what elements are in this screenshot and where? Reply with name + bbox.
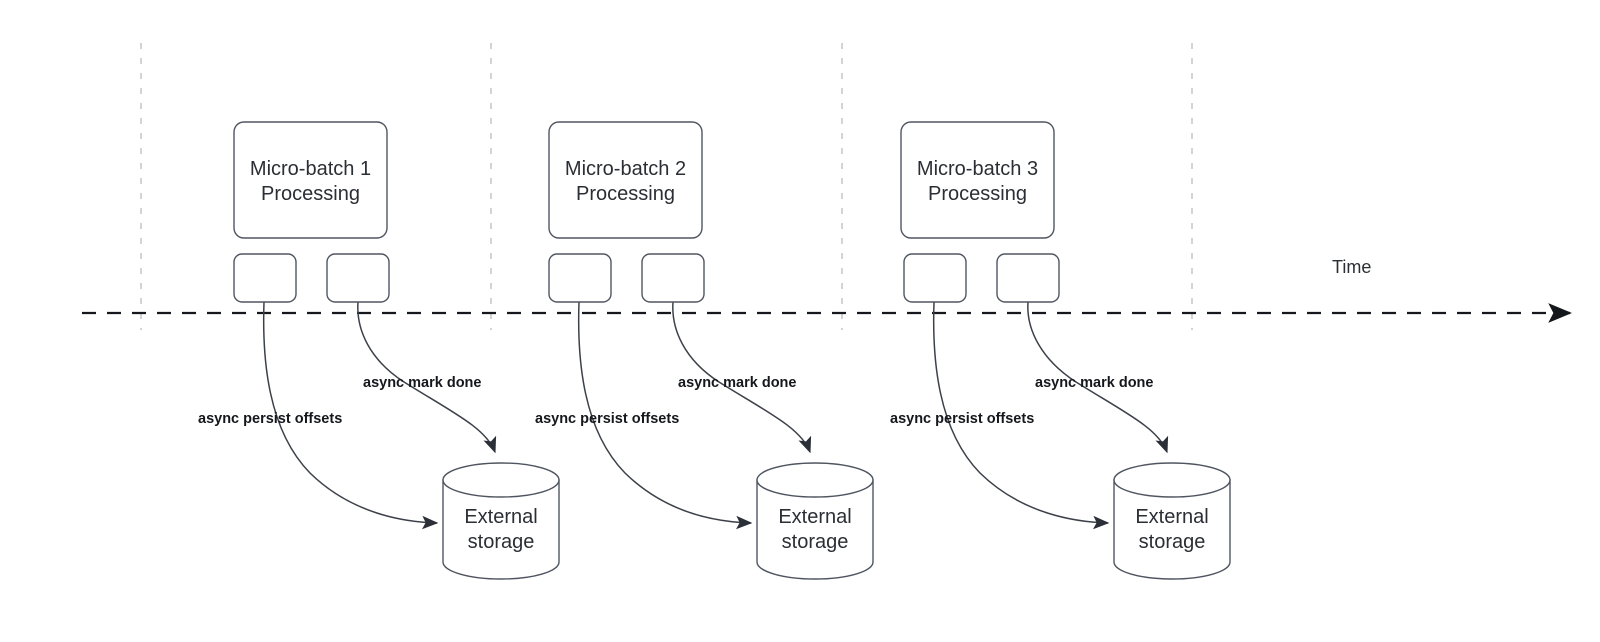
edge-async-mark-done-3-label: async mark done — [1035, 375, 1153, 391]
external-storage-2-top — [756, 462, 874, 498]
task-box-2-left-rect — [548, 253, 612, 303]
external-storage-3[interactable]: External storage — [1113, 462, 1231, 580]
external-storage-3-top — [1113, 462, 1231, 498]
edge-async-persist-offsets-3 — [932, 301, 1110, 530]
micro-batch-1-processing-rect — [233, 121, 388, 239]
edge-async-mark-done-3 — [1027, 301, 1169, 454]
micro-batch-2-processing-rect — [548, 121, 703, 239]
task-box-3-left[interactable] — [903, 253, 967, 303]
task-box-2-right[interactable] — [641, 253, 705, 303]
external-storage-1-line1: External — [464, 506, 537, 528]
micro-batch-3-processing-line2: Processing — [928, 183, 1027, 205]
edge-async-mark-done-2 — [672, 301, 812, 454]
separator-lines-layer — [140, 43, 1193, 330]
edge-async-persist-offsets-2-label: async persist offsets — [535, 411, 679, 427]
edge-async-mark-done-1 — [357, 301, 497, 454]
external-storage-2-line2: storage — [782, 531, 849, 553]
task-box-1-right-rect — [326, 253, 390, 303]
micro-batch-1-processing[interactable]: Micro-batch 1 Processing — [233, 121, 388, 239]
external-storage-3-line1: External — [1135, 506, 1208, 528]
task-box-1-left[interactable] — [233, 253, 297, 303]
micro-batch-1-processing-line1: Micro-batch 1 — [250, 158, 371, 180]
edge-async-persist-offsets-3-label: async persist offsets — [890, 411, 1034, 427]
edge-async-mark-done-2-label: async mark done — [678, 375, 796, 391]
task-box-2-left[interactable] — [548, 253, 612, 303]
task-box-3-right-rect — [996, 253, 1060, 303]
external-storage-3-body — [1113, 479, 1231, 580]
task-box-2-right-rect — [641, 253, 705, 303]
edge-async-mark-done-1-label: async mark done — [363, 375, 481, 391]
task-box-3-left-rect — [903, 253, 967, 303]
micro-batch-3-processing[interactable]: Micro-batch 3 Processing — [900, 121, 1055, 239]
external-storage-2-line1: External — [778, 506, 851, 528]
task-box-3-right[interactable] — [996, 253, 1060, 303]
external-storage-2[interactable]: External storage — [756, 462, 874, 580]
micro-batch-3-processing-line1: Micro-batch 3 — [917, 158, 1038, 180]
edge-async-persist-offsets-1 — [262, 301, 439, 530]
axis-label-layer: Time — [1332, 257, 1371, 277]
micro-batch-2-processing[interactable]: Micro-batch 2 Processing — [548, 121, 703, 239]
external-storage-1-line2: storage — [468, 531, 535, 553]
external-storage-1-top — [442, 462, 560, 498]
micro-batch-3-processing-rect — [900, 121, 1055, 239]
task-box-1-right[interactable] — [326, 253, 390, 303]
edges-layer — [262, 301, 1169, 530]
micro-batch-2-processing-line2: Processing — [576, 183, 675, 205]
edge-async-persist-offsets-2 — [577, 301, 753, 530]
time-axis-label: Time — [1332, 257, 1371, 277]
edge-async-persist-offsets-1-label: async persist offsets — [198, 411, 342, 427]
external-storage-3-line2: storage — [1139, 531, 1206, 553]
external-storage-2-body — [756, 479, 874, 580]
micro-batch-1-processing-line2: Processing — [261, 183, 360, 205]
external-storage-1[interactable]: External storage — [442, 462, 560, 580]
task-box-1-left-rect — [233, 253, 297, 303]
edge-labels-layer: async persist offsets async mark done asyn… — [198, 375, 1153, 427]
external-storage-1-body — [442, 479, 560, 580]
micro-batch-2-processing-line1: Micro-batch 2 — [565, 158, 686, 180]
